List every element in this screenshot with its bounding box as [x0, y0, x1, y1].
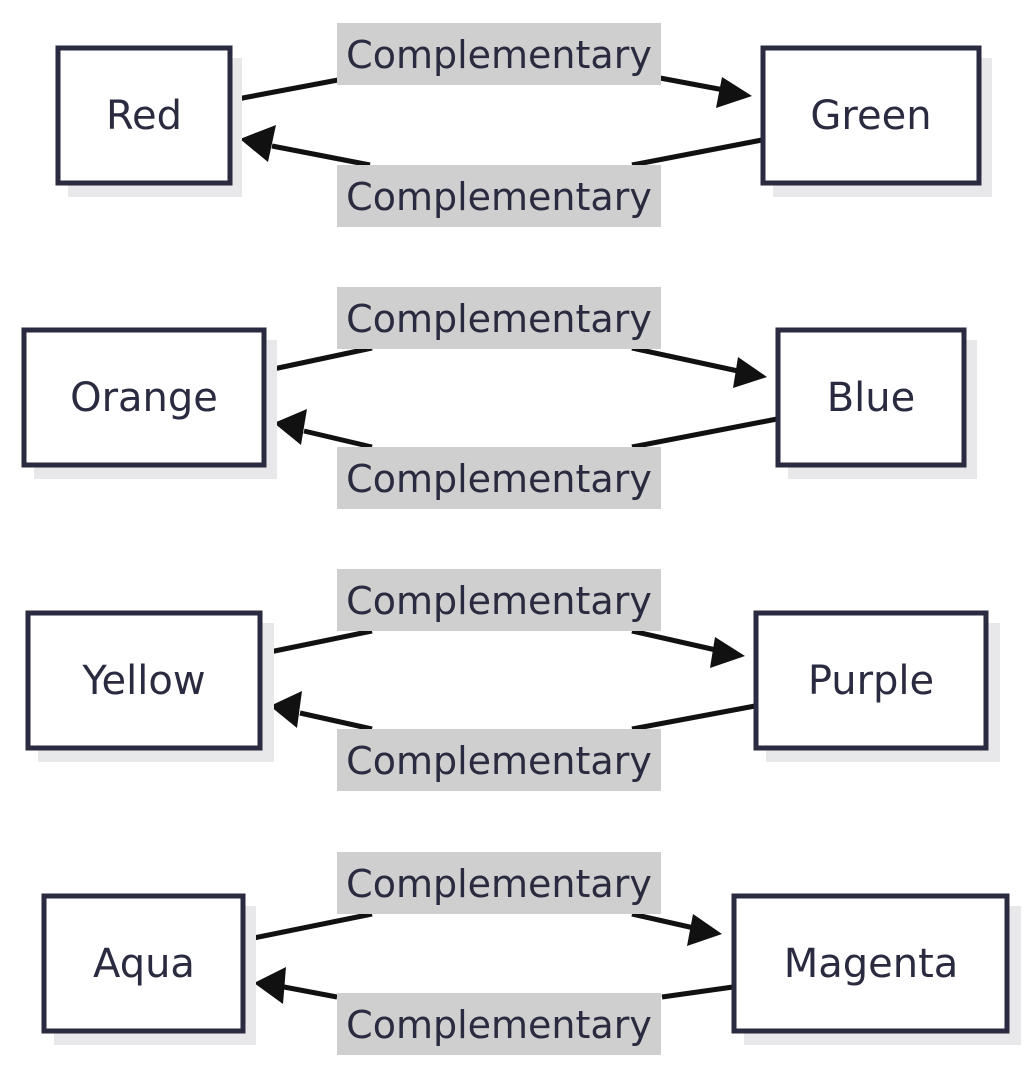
- arrowhead-to-purple: [710, 637, 745, 668]
- edge-orange-to-blue: [263, 345, 739, 374]
- edge-aqua-to-magenta: [243, 911, 695, 943]
- edge-red-to-green: [231, 75, 725, 103]
- node-red[interactable]: Red: [55, 45, 242, 197]
- svg-text:Complementary: Complementary: [346, 33, 652, 77]
- svg-text:Yellow: Yellow: [81, 658, 205, 704]
- edge-magenta-to-aqua: [283, 984, 734, 1000]
- node-purple[interactable]: Purple: [753, 610, 1000, 762]
- svg-text:Complementary: Complementary: [346, 457, 652, 501]
- pair-aqua-magenta: Complementary Complementary Aqua Magenta: [41, 852, 1021, 1055]
- svg-text:Green: Green: [810, 93, 931, 139]
- svg-text:Complementary: Complementary: [346, 579, 652, 623]
- edge-label-bottom: Complementary: [337, 729, 661, 791]
- arrowhead-to-magenta: [687, 914, 722, 946]
- pair-orange-blue: Complementary Complementary Orange Blue: [21, 287, 977, 509]
- edge-label-top: Complementary: [337, 569, 661, 631]
- svg-text:Complementary: Complementary: [346, 739, 652, 783]
- arrowhead-to-aqua: [254, 967, 286, 1004]
- edge-label-top: Complementary: [337, 287, 661, 349]
- node-magenta[interactable]: Magenta: [731, 893, 1021, 1045]
- edge-label-bottom: Complementary: [337, 447, 661, 509]
- edge-yellow-to-purple: [259, 628, 717, 657]
- svg-text:Aqua: Aqua: [93, 941, 195, 987]
- arrowhead-to-red: [240, 125, 276, 162]
- node-orange[interactable]: Orange: [21, 327, 277, 479]
- edge-label-bottom: Complementary: [337, 165, 661, 227]
- edge-blue-to-orange: [303, 416, 778, 450]
- svg-text:Complementary: Complementary: [346, 862, 652, 906]
- edge-label-bottom: Complementary: [337, 993, 661, 1055]
- svg-text:Complementary: Complementary: [346, 297, 652, 341]
- node-aqua[interactable]: Aqua: [41, 893, 256, 1045]
- arrowhead-to-orange: [274, 409, 307, 445]
- node-green[interactable]: Green: [760, 45, 992, 197]
- node-yellow[interactable]: Yellow: [25, 610, 274, 762]
- arrowhead-to-green: [716, 77, 752, 108]
- svg-text:Complementary: Complementary: [346, 175, 652, 219]
- svg-text:Magenta: Magenta: [784, 941, 959, 987]
- svg-text:Red: Red: [106, 93, 182, 139]
- pair-yellow-purple: Complementary Complementary Yellow Purpl…: [25, 569, 1000, 791]
- edge-green-to-red: [271, 137, 763, 168]
- svg-text:Complementary: Complementary: [346, 1003, 652, 1047]
- edge-label-top: Complementary: [337, 852, 661, 914]
- arrowhead-to-yellow: [270, 691, 302, 728]
- svg-text:Purple: Purple: [808, 658, 934, 704]
- arrowhead-to-blue: [733, 357, 767, 388]
- pair-red-green: Complementary Complementary Red Green: [55, 23, 992, 227]
- node-blue[interactable]: Blue: [775, 327, 977, 479]
- edge-purple-to-yellow: [299, 703, 756, 732]
- svg-text:Orange: Orange: [70, 375, 218, 421]
- edge-label-top: Complementary: [337, 23, 661, 85]
- svg-text:Blue: Blue: [827, 375, 916, 421]
